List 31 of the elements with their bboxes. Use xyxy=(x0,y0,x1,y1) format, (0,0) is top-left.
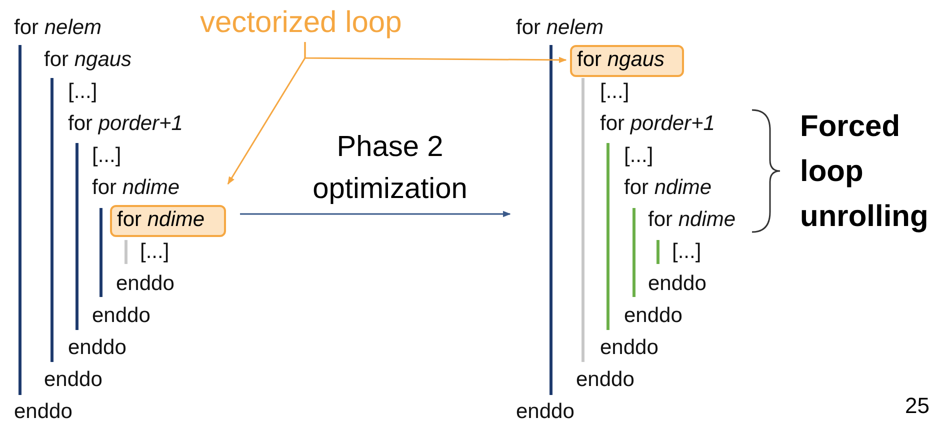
page-number: 25 xyxy=(905,392,930,420)
code-line: enddo xyxy=(14,399,72,423)
code-line: enddo xyxy=(116,271,174,297)
arrow xyxy=(240,210,511,218)
annotation-text: Forced loop unrolling xyxy=(800,109,930,235)
code-line: for ndime xyxy=(648,207,736,233)
highlight-box: for ngaus xyxy=(570,45,684,77)
code-line: [...] xyxy=(68,79,98,105)
code-line: [...] xyxy=(92,143,122,169)
code-line: for ndime xyxy=(92,175,180,201)
code-line: enddo xyxy=(624,303,682,329)
code-line: for nelem xyxy=(14,15,102,41)
code-line: for porder+1 xyxy=(68,111,183,137)
code-line: [...] xyxy=(672,239,702,265)
code-line: [...] xyxy=(624,143,654,169)
code-line: enddo xyxy=(576,367,634,393)
arrow xyxy=(304,42,567,64)
code-line: enddo xyxy=(600,335,658,361)
code-line: for porder+1 xyxy=(600,111,715,137)
code-line: enddo xyxy=(92,303,150,329)
code-line: [...] xyxy=(600,79,630,105)
highlight-box: for ndime xyxy=(110,205,226,237)
code-line: enddo xyxy=(44,367,102,393)
code-line: enddo xyxy=(648,271,706,297)
code-line: enddo xyxy=(68,335,126,361)
code-line: enddo xyxy=(516,399,574,423)
annotation-text: vectorized loop xyxy=(200,4,440,42)
code-line: for ngaus xyxy=(44,47,132,73)
code-line: for ndime xyxy=(624,175,712,201)
code-line: [...] xyxy=(140,239,170,265)
code-line: for nelem xyxy=(516,15,604,41)
